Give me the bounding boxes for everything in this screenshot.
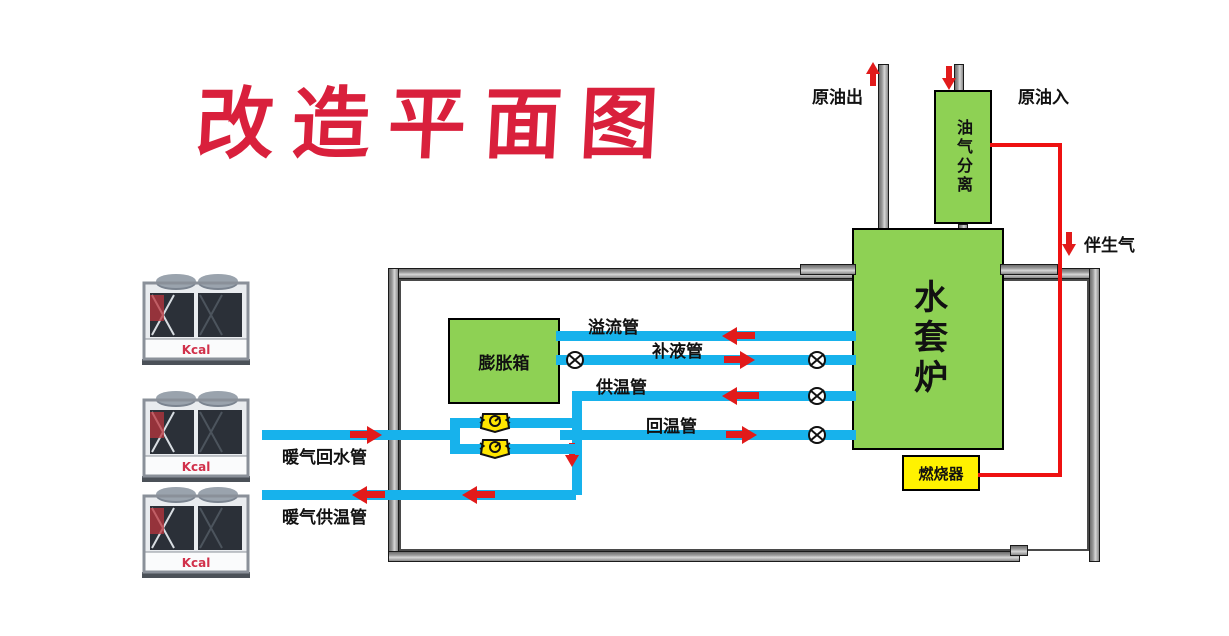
gas-line-vertical xyxy=(1058,143,1062,477)
pipe-heating-supply-stem-right xyxy=(477,491,495,498)
gas-line-top xyxy=(990,143,1062,147)
pipe-supply-temp xyxy=(572,391,856,401)
svg-text:Kcal: Kcal xyxy=(182,343,211,357)
label-crude-oil-in: 原油入 xyxy=(1018,88,1069,108)
pipe-overflow-arrow-stem xyxy=(737,332,755,339)
pipe-heating-supply-arrow-right xyxy=(462,486,477,504)
water-jacket-furnace-label: 水套炉 xyxy=(907,279,948,399)
burner[interactable]: 燃烧器 xyxy=(902,455,980,491)
label-pipe-heating-supply: 暖气供温管 xyxy=(282,508,367,528)
expansion-tank-label: 膨胀箱 xyxy=(478,353,530,374)
pipe-makeup-arrow xyxy=(740,351,755,369)
label-pipe-return-temp: 回温管 xyxy=(646,417,697,437)
associated-gas-arrow xyxy=(1062,244,1076,256)
crude-oil-out-arrow xyxy=(866,62,880,74)
furnace-header-pipe-right xyxy=(1000,264,1058,275)
valve-supply-temp[interactable] xyxy=(806,386,828,406)
pump-manifold-left xyxy=(450,418,460,454)
wall-bottom-stub xyxy=(1010,545,1028,556)
label-pipe-overflow: 溢流管 xyxy=(588,318,639,338)
pipe-heating-supply-arrow-left xyxy=(352,486,367,504)
label-pipe-makeup: 补液管 xyxy=(652,342,703,362)
wall-right xyxy=(1089,268,1100,562)
svg-text:Kcal: Kcal xyxy=(182,460,211,474)
circulation-pump-2[interactable] xyxy=(478,434,512,460)
burner-label: 燃烧器 xyxy=(918,464,964,483)
riser-supply-return xyxy=(572,391,582,495)
furnace-header-pipe-left xyxy=(800,264,856,275)
pipe-supply-temp-arrow-stem xyxy=(737,392,759,399)
label-associated-gas: 伴生气 xyxy=(1084,236,1135,256)
wall-left xyxy=(388,268,399,562)
heat-pump-unit-3[interactable]: Kcal xyxy=(140,478,252,582)
valve-makeup-furnace-side[interactable] xyxy=(806,350,828,370)
valve-return-temp[interactable] xyxy=(806,425,828,445)
gas-line-to-burner xyxy=(978,473,1062,477)
pipe-heating-return-arrow-stem xyxy=(350,431,368,438)
wall-inner-outline xyxy=(399,279,1089,551)
pipe-overflow xyxy=(556,331,856,341)
pipe-return-temp xyxy=(560,430,856,440)
pipe-makeup xyxy=(556,355,856,365)
heat-pump-unit-1[interactable]: Kcal xyxy=(140,265,252,369)
label-pipe-heating-return: 暖气回水管 xyxy=(282,448,367,468)
pump-manifold-top xyxy=(450,418,576,428)
crude-oil-in-arrow-stem xyxy=(946,66,952,80)
page-title: 改造平面图 xyxy=(193,79,679,170)
riser-down-arrow xyxy=(565,455,579,467)
pipe-overflow-arrow xyxy=(722,327,737,345)
associated-gas-arrow-stem xyxy=(1066,232,1072,246)
crude-oil-out-stack xyxy=(878,64,889,240)
svg-text:Kcal: Kcal xyxy=(182,556,211,570)
crude-oil-in-arrow xyxy=(942,78,956,90)
water-jacket-furnace[interactable]: 水套炉 xyxy=(852,228,1004,450)
oil-gas-separator[interactable]: 油气分离 xyxy=(934,90,992,224)
pipe-heating-return-arrow xyxy=(367,426,382,444)
pipe-return-temp-arrow-stem xyxy=(726,431,744,438)
pipe-heating-supply xyxy=(262,490,576,500)
pump-manifold-bottom xyxy=(450,444,576,454)
label-crude-oil-out: 原油出 xyxy=(812,88,863,108)
crude-oil-out-arrow-stem xyxy=(870,72,876,86)
pipe-heating-supply-stem-left xyxy=(367,491,385,498)
expansion-tank[interactable]: 膨胀箱 xyxy=(448,318,560,404)
pipe-return-temp-arrow xyxy=(742,426,757,444)
pipe-supply-temp-arrow xyxy=(722,387,737,405)
heat-pump-unit-2[interactable]: Kcal xyxy=(140,382,252,486)
valve-makeup-tank-side[interactable] xyxy=(564,350,586,370)
label-pipe-supply-temp: 供温管 xyxy=(596,378,647,398)
wall-bottom xyxy=(388,551,1020,562)
oil-gas-separator-label: 油气分离 xyxy=(954,119,973,195)
circulation-pump-1[interactable] xyxy=(478,408,512,434)
pipe-makeup-arrow-stem xyxy=(724,356,742,363)
